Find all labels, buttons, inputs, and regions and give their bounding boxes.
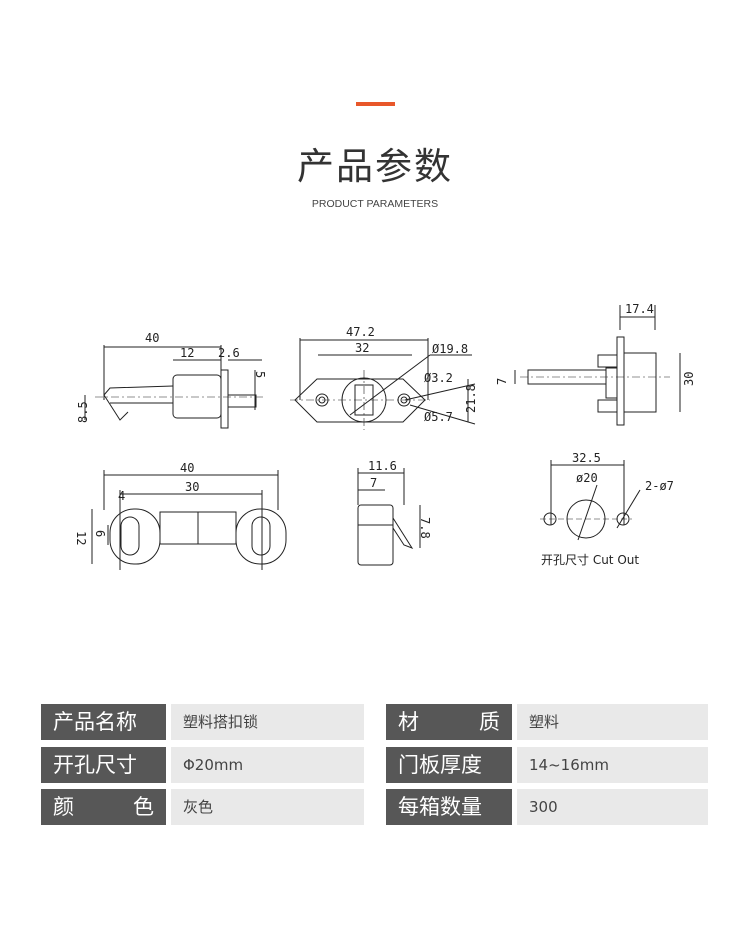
front-view: 47.2 32 Ø19.8 Ø3.2 Ø5.7 21.8: [290, 325, 478, 430]
spec-label: 开孔尺寸: [41, 747, 166, 783]
dim-label: 40: [180, 461, 194, 475]
dim-label: 2.6: [218, 346, 240, 360]
accent-bar: [356, 102, 395, 106]
catch-view: 11.6 7 7.8: [357, 459, 432, 566]
dim-label: 12: [74, 531, 88, 545]
spec-value: Φ20mm: [171, 747, 364, 783]
dim-label: 12: [180, 346, 194, 360]
dim-label: 7.8: [418, 517, 432, 539]
spec-value: 灰色: [171, 789, 364, 825]
dim-label: 7: [370, 476, 377, 490]
dim-label: 7: [495, 378, 509, 385]
dim-label: 32.5: [572, 451, 601, 465]
spec-value: 塑料: [517, 704, 708, 740]
dim-label: 21.8: [464, 384, 478, 413]
dim-label: Ø5.7: [424, 410, 453, 424]
dim-label: 32: [355, 341, 369, 355]
page-title: 产品参数: [297, 145, 453, 188]
spec-value: 300: [517, 789, 708, 825]
dim-label: Ø3.2: [424, 371, 453, 385]
dim-label: Ø19.8: [432, 342, 468, 356]
end-view: 17.4 7 30: [495, 302, 696, 426]
dim-label: 40: [145, 331, 159, 345]
dim-label: 17.4: [625, 302, 654, 316]
dim-label: 5: [253, 371, 267, 378]
side-view: 40 12 2.6 5 8.5: [76, 331, 267, 429]
cutout-view: 32.5 ø20 2-ø7 开孔尺寸 Cut Out: [540, 451, 674, 567]
cutout-caption: 开孔尺寸 Cut Out: [541, 553, 639, 567]
spec-label: 产品名称: [41, 704, 166, 740]
dim-label: 47.2: [346, 325, 375, 339]
dim-label: 2-ø7: [645, 479, 674, 493]
dim-label: 30: [682, 372, 696, 386]
spec-label-char: 色: [133, 795, 154, 819]
spec-label-char: 材: [398, 710, 419, 734]
spec-label: 每箱数量: [386, 789, 512, 825]
dim-label: 30: [185, 480, 199, 494]
spec-label: 门板厚度: [386, 747, 512, 783]
spec-label-char: 颜: [53, 795, 74, 819]
spec-label: 颜色: [41, 789, 166, 825]
spec-value: 塑料搭扣锁: [171, 704, 364, 740]
spec-label: 材质: [386, 704, 512, 740]
dim-label: 8.5: [76, 401, 90, 423]
spec-value: 14~16mm: [517, 747, 708, 783]
technical-drawing: 40 12 2.6 5 8.5 47.2 32 Ø19.8 Ø3.2 Ø5.7 …: [74, 302, 696, 570]
page-subtitle: PRODUCT PARAMETERS: [311, 198, 439, 210]
dim-label: ø20: [576, 471, 598, 485]
bottom-view: 40 30 4 12 6: [74, 461, 287, 570]
dim-label: 4: [118, 489, 125, 503]
dim-label: 6: [93, 530, 107, 537]
spec-label-char: 质: [479, 710, 500, 734]
dim-label: 11.6: [368, 459, 397, 473]
